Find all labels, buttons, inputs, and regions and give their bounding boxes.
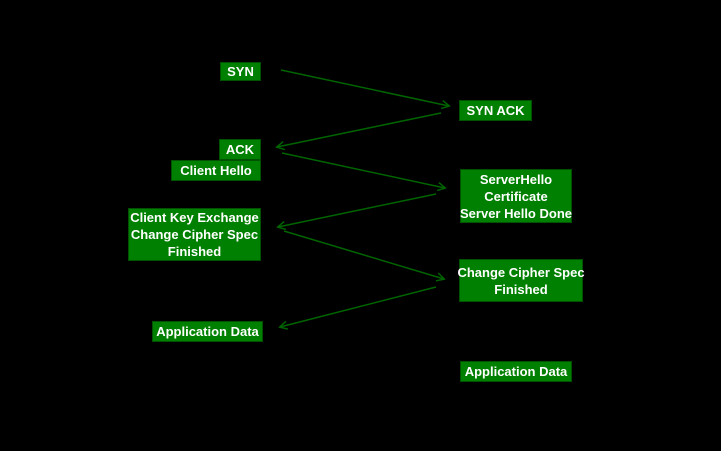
- message-line: Change Cipher Spec: [130, 227, 259, 242]
- message-line: Certificate: [484, 188, 548, 204]
- message-line: Application Data: [156, 324, 259, 339]
- message-arrow-syn-ack-to-ack: [277, 112, 442, 147]
- message-box-application-data-client: Application Data: [152, 321, 263, 342]
- message-line: Server Hello Done: [460, 205, 572, 221]
- message-line: Finished: [167, 244, 222, 259]
- message-line: Finished: [494, 281, 548, 297]
- message-line: Application Data: [464, 364, 568, 379]
- message-line: SYN: [227, 64, 254, 79]
- message-line: ServerHello: [479, 171, 553, 187]
- message-line: Client Hello: [180, 163, 252, 178]
- message-arrow-client-key-exchange-to-change-cipher-spec: [283, 230, 444, 279]
- message-line: Client Key Exchange: [130, 210, 259, 225]
- message-line: SYN ACK: [466, 103, 525, 118]
- message-line: Change Cipher Spec: [457, 264, 585, 280]
- message-box-application-data-server: Application Data: [460, 361, 572, 382]
- message-box-ack: ACK: [219, 139, 261, 160]
- message-arrow-change-cipher-spec-to-application-data-client: [280, 286, 437, 327]
- message-arrow-server-hello-to-client-key-exchange: [278, 193, 437, 227]
- message-arrow-client-hello-to-server-hello: [281, 152, 445, 188]
- message-line: ACK: [225, 142, 255, 157]
- message-box-syn: SYN: [220, 62, 261, 81]
- message-box-syn-ack: SYN ACK: [459, 100, 532, 121]
- arrows-group: [277, 69, 449, 327]
- message-box-client-hello: Client Hello: [171, 160, 261, 181]
- message-arrow-syn-to-syn-ack: [280, 69, 449, 106]
